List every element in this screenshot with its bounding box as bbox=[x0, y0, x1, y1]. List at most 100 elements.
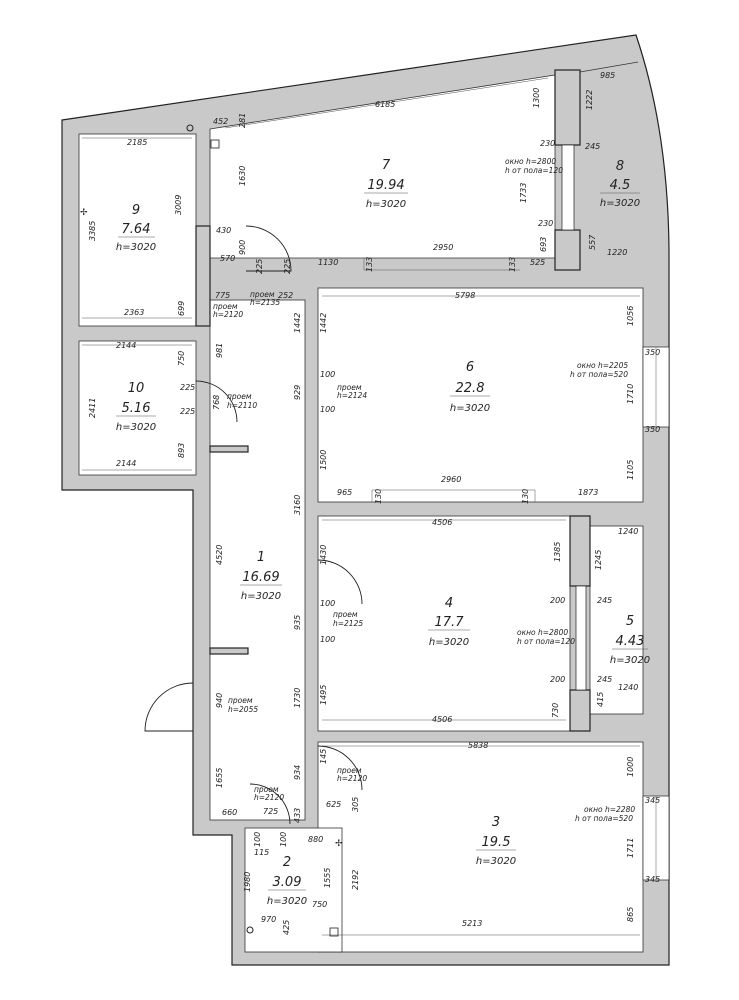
svg-text:4.43: 4.43 bbox=[616, 634, 645, 649]
svg-text:8: 8 bbox=[616, 159, 624, 174]
svg-text:252: 252 bbox=[278, 291, 293, 300]
svg-text:2363: 2363 bbox=[124, 308, 144, 317]
svg-text:345: 345 bbox=[645, 875, 660, 884]
svg-text:16.69: 16.69 bbox=[242, 570, 279, 585]
svg-text:5838: 5838 bbox=[468, 741, 488, 750]
svg-text:985: 985 bbox=[600, 71, 615, 80]
pier-7-8-low bbox=[554, 229, 581, 271]
svg-text:225: 225 bbox=[180, 407, 195, 416]
svg-text:433: 433 bbox=[293, 808, 302, 823]
svg-text:1220: 1220 bbox=[607, 248, 627, 257]
svg-text:230: 230 bbox=[538, 219, 553, 228]
vent-icon bbox=[210, 139, 220, 149]
svg-text:1733: 1733 bbox=[519, 183, 528, 203]
svg-text:окно h=2800: окно h=2800 bbox=[517, 628, 568, 637]
svg-text:230: 230 bbox=[540, 139, 555, 148]
vent-icon bbox=[329, 927, 339, 937]
svg-text:1: 1 bbox=[257, 550, 265, 565]
room-3 bbox=[317, 741, 644, 953]
svg-text:880: 880 bbox=[308, 835, 323, 844]
svg-text:проем: проем bbox=[228, 696, 253, 705]
svg-text:100: 100 bbox=[253, 832, 262, 847]
svg-text:245: 245 bbox=[597, 596, 612, 605]
svg-text:693: 693 bbox=[539, 237, 548, 252]
svg-text:h от пола=120: h от пола=120 bbox=[505, 166, 563, 175]
svg-text:3009: 3009 bbox=[174, 195, 183, 215]
svg-text:1711: 1711 bbox=[626, 838, 635, 858]
svg-text:965: 965 bbox=[337, 488, 352, 497]
svg-text:7.64: 7.64 bbox=[122, 222, 151, 237]
svg-text:281: 281 bbox=[238, 113, 247, 128]
svg-text:1555: 1555 bbox=[323, 868, 332, 888]
window-7 bbox=[561, 144, 575, 231]
svg-text:5.16: 5.16 bbox=[122, 401, 151, 416]
svg-text:h=2120: h=2120 bbox=[254, 793, 284, 802]
svg-text:2960: 2960 bbox=[441, 475, 461, 484]
svg-text:10: 10 bbox=[128, 381, 145, 396]
svg-text:1655: 1655 bbox=[215, 768, 224, 788]
svg-text:2192: 2192 bbox=[351, 870, 360, 890]
svg-text:h=2120: h=2120 bbox=[337, 774, 367, 783]
svg-text:130: 130 bbox=[521, 489, 530, 504]
svg-text:865: 865 bbox=[626, 907, 635, 922]
riser-icon bbox=[246, 926, 254, 934]
room-label-5: 5 4.43 h=3020 bbox=[610, 614, 650, 666]
svg-text:5213: 5213 bbox=[462, 919, 482, 928]
svg-text:900: 900 bbox=[238, 240, 247, 255]
svg-text:1130: 1130 bbox=[318, 258, 338, 267]
fan-icon: ✢ bbox=[335, 839, 343, 849]
svg-text:6: 6 bbox=[466, 360, 474, 375]
room-label-10: 10 5.16 h=3020 bbox=[116, 381, 156, 433]
room-label-9: 9 7.64 h=3020 bbox=[116, 203, 156, 253]
svg-text:17.7: 17.7 bbox=[435, 615, 465, 630]
svg-text:h=3020: h=3020 bbox=[241, 591, 281, 602]
svg-text:h=3020: h=3020 bbox=[429, 637, 469, 648]
pier-7-8 bbox=[554, 69, 581, 146]
svg-text:h от пола=520: h от пола=520 bbox=[570, 370, 628, 379]
svg-text:1980: 1980 bbox=[243, 872, 252, 892]
svg-text:100: 100 bbox=[320, 599, 335, 608]
svg-text:100: 100 bbox=[320, 635, 335, 644]
room-9 bbox=[78, 133, 197, 327]
pier-4-5 bbox=[569, 515, 591, 587]
svg-text:h=3020: h=3020 bbox=[116, 242, 156, 253]
svg-text:окно h=2205: окно h=2205 bbox=[577, 361, 628, 370]
svg-text:115: 115 bbox=[254, 848, 269, 857]
svg-text:750: 750 bbox=[312, 900, 327, 909]
svg-text:893: 893 bbox=[177, 443, 186, 458]
room-1 bbox=[209, 299, 306, 821]
svg-text:1240: 1240 bbox=[618, 527, 638, 536]
svg-text:970: 970 bbox=[261, 915, 276, 924]
svg-text:225: 225 bbox=[283, 259, 292, 274]
svg-text:133: 133 bbox=[508, 257, 517, 272]
svg-text:h от пола=520: h от пола=520 bbox=[575, 814, 633, 823]
svg-text:2411: 2411 bbox=[88, 398, 97, 418]
svg-text:h=3020: h=3020 bbox=[267, 896, 307, 907]
svg-text:1442: 1442 bbox=[319, 313, 328, 333]
svg-text:1442: 1442 bbox=[293, 313, 302, 333]
svg-text:430: 430 bbox=[216, 226, 231, 235]
svg-text:4506: 4506 bbox=[432, 715, 452, 724]
svg-text:4520: 4520 bbox=[215, 545, 224, 565]
svg-text:415: 415 bbox=[596, 692, 605, 707]
svg-text:h=2124: h=2124 bbox=[337, 391, 367, 400]
svg-text:проем: проем bbox=[333, 610, 358, 619]
svg-text:5: 5 bbox=[626, 614, 634, 629]
svg-text:проем: проем bbox=[213, 302, 238, 311]
room-4 bbox=[317, 515, 571, 732]
svg-text:100: 100 bbox=[279, 832, 288, 847]
window-4 bbox=[575, 585, 587, 691]
svg-text:1300: 1300 bbox=[532, 88, 541, 108]
svg-text:h=2135: h=2135 bbox=[250, 298, 280, 307]
svg-text:225: 225 bbox=[255, 259, 264, 274]
svg-text:6185: 6185 bbox=[375, 100, 395, 109]
svg-text:699: 699 bbox=[177, 301, 186, 316]
room-10 bbox=[78, 340, 197, 476]
svg-text:1105: 1105 bbox=[626, 460, 635, 480]
svg-text:3385: 3385 bbox=[88, 221, 97, 241]
svg-text:1240: 1240 bbox=[618, 683, 638, 692]
pier-4-5-low bbox=[569, 689, 591, 732]
svg-text:1056: 1056 bbox=[626, 306, 635, 326]
room-label-4: 4 17.7 h=3020 bbox=[428, 596, 470, 648]
svg-text:1710: 1710 bbox=[626, 384, 635, 404]
